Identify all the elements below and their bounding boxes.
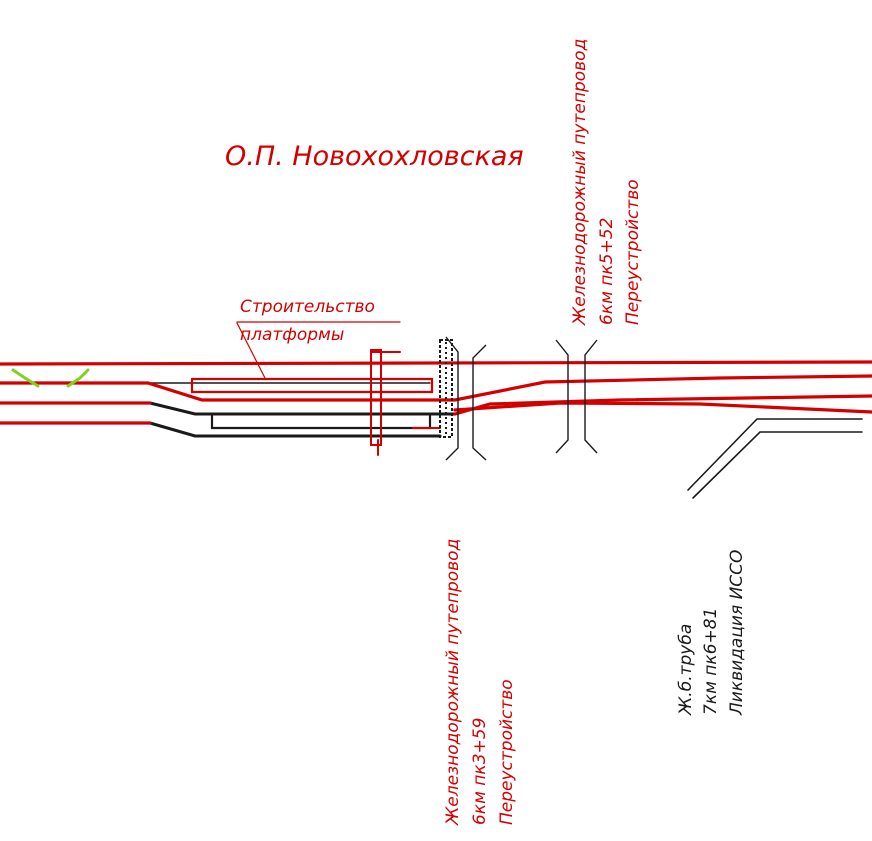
platform-label-line1: Строительство	[240, 297, 375, 317]
culvert-line2: 7км пк6+81	[701, 608, 721, 715]
existing-tracks	[148, 382, 863, 499]
red-track-6	[453, 401, 872, 414]
bridge-lower-line1: Железнодорожный путепровод	[443, 539, 463, 826]
bridge-lower-line2: 6км пк3+59	[470, 718, 490, 825]
bracket-lower-right	[472, 344, 487, 461]
overpass-frame	[439, 339, 453, 438]
bridge-upper-label: Железнодорожный путепровод 6км пк5+52 Пе…	[570, 39, 643, 326]
red-platform-leader	[236, 322, 266, 379]
green-marker-left	[11, 368, 40, 388]
culvert-line1: Ж.б.труба	[676, 624, 696, 716]
culvert-line3: Ликвидация ИССО	[727, 550, 747, 716]
bracket-upper-right	[584, 339, 598, 454]
bridge-lower-label: Железнодорожный путепровод 6км пк3+59 Пе…	[443, 539, 517, 826]
bridge-upper-line2: 6км пк5+52	[597, 218, 617, 325]
existing-track-bottom	[148, 421, 442, 438]
overpass-structure	[439, 339, 453, 438]
reconstruction-tracks	[0, 321, 872, 456]
platform-label-line2: платформы	[240, 325, 344, 345]
bridge-upper-line3: Переустройство	[623, 179, 643, 325]
existing-branch-lower	[692, 431, 863, 499]
culvert-label: Ж.б.труба 7км пк6+81 Ликвидация ИССО	[676, 550, 747, 716]
green-markers	[11, 368, 90, 388]
bracket-lower-left	[445, 336, 459, 461]
bridge-brackets	[445, 336, 598, 461]
existing-branch-upper	[687, 418, 863, 491]
green-marker-right	[66, 368, 90, 388]
red-platform-outline	[190, 377, 434, 394]
existing-track-lower	[148, 401, 457, 416]
platform-label: Строительство платформы	[240, 297, 375, 345]
red-track-1	[0, 360, 872, 366]
bridge-upper-line1: Железнодорожный путепровод	[570, 39, 590, 326]
red-track-2	[0, 374, 872, 402]
station-name: О.П. Новохохловская	[225, 141, 524, 172]
bridge-lower-line3: Переустройство	[497, 679, 517, 825]
existing-platform-outline	[210, 414, 432, 430]
red-stair-structure	[370, 349, 382, 446]
bracket-upper-left	[555, 339, 569, 454]
